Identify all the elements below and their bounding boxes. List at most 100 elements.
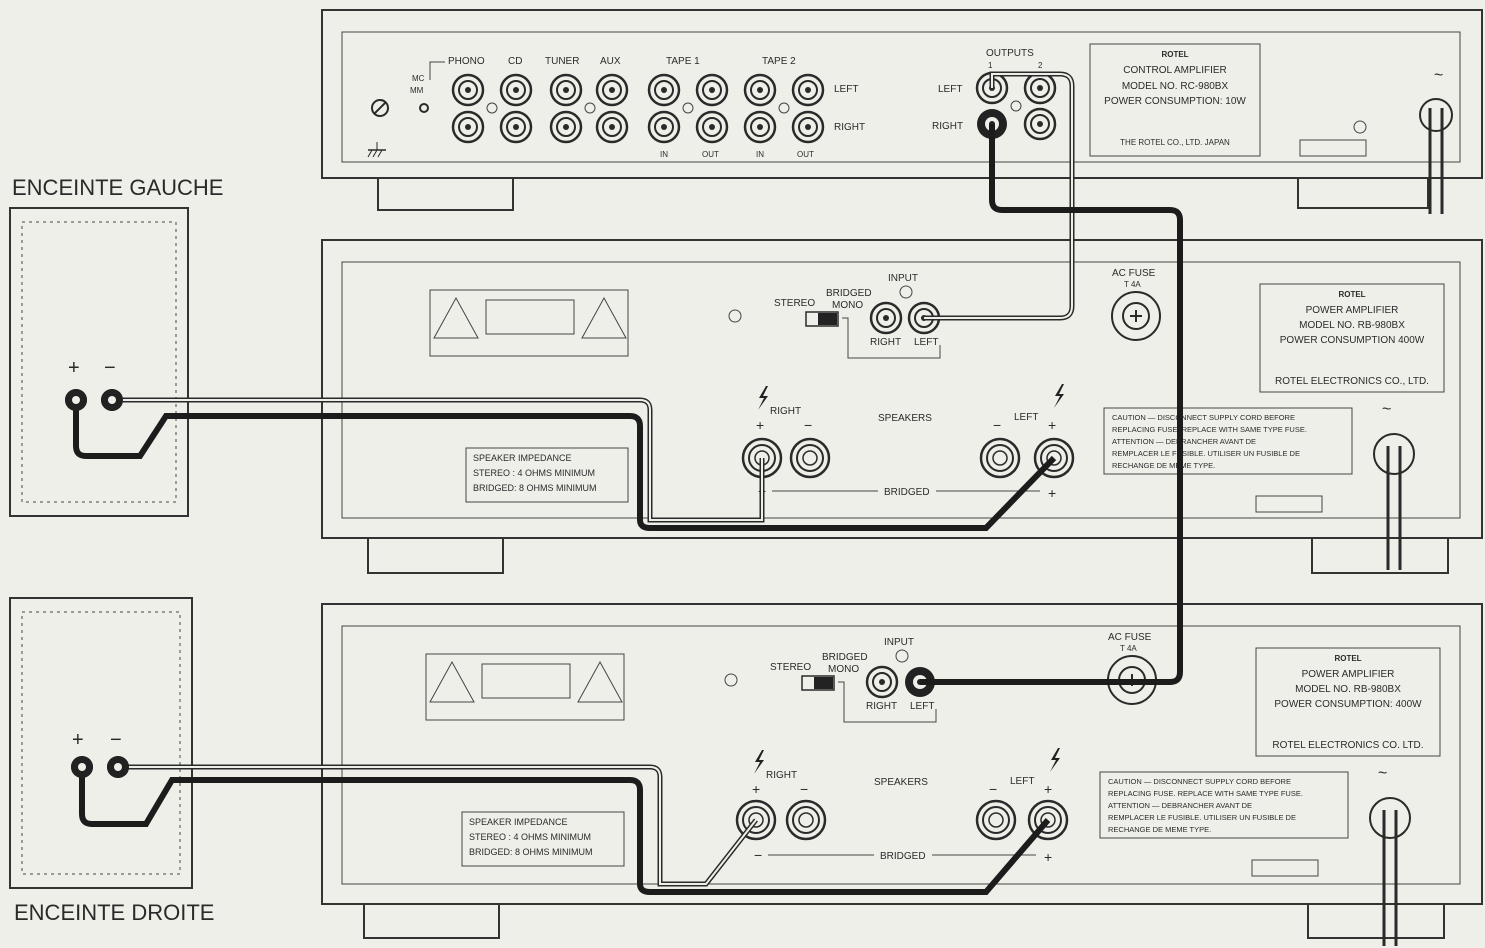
control-amp-nameplate: ROTEL CONTROL AMPLIFIER MODEL NO. RC-980… (1089, 43, 1261, 157)
pa1-caution-label: CAUTION — DISCONNECT SUPPLY CORD BEFORE … (1103, 407, 1353, 475)
mc-mm-switch[interactable] (419, 103, 429, 113)
power-amplifier-1: STEREO BRIDGED MONO INPUT RIGHT LEFT AC … (321, 239, 1483, 574)
pa2-ac-symbol: ~ (1378, 765, 1387, 782)
svg-text:STEREO : 4 OHMS MINIMUM: STEREO : 4 OHMS MINIMUM (469, 832, 591, 842)
pa1-input-right-label: RIGHT (870, 337, 901, 348)
pa2-bridged-label: BRIDGED (822, 652, 868, 663)
outputs-label: OUTPUTS (986, 48, 1034, 59)
pa1-mode-switch[interactable] (805, 311, 839, 327)
cable-right-speaker-minus (79, 767, 1051, 895)
pa1-input-right-jack[interactable] (869, 301, 903, 335)
control-amp-chassis (321, 9, 1483, 179)
phono-left-jack[interactable] (451, 73, 485, 107)
cd-right-jack[interactable] (499, 110, 533, 144)
svg-text:RECHANGE DE MEME TYPE.: RECHANGE DE MEME TYPE. (1112, 461, 1215, 470)
svg-text:SPEAKER IMPEDANCE: SPEAKER IMPEDANCE (473, 453, 572, 463)
svg-text:BRIDGED: 8 OHMS MINIMUM: BRIDGED: 8 OHMS MINIMUM (473, 483, 597, 493)
pa1-nameplate: ROTEL POWER AMPLIFIER MODEL NO. RB-980BX… (1259, 283, 1445, 393)
control-amp-foot-right (1297, 177, 1429, 209)
tuner-right-jack[interactable] (549, 110, 583, 144)
svg-text:REPLACING FUSE. REPLACE WITH S: REPLACING FUSE. REPLACE WITH SAME TYPE F… (1108, 789, 1303, 798)
tape1-out-label: OUT (702, 150, 719, 159)
pa1-left-minus-terminal[interactable] (979, 437, 1021, 479)
pa2-bridged-bar-label: BRIDGED (880, 851, 926, 862)
pa1-left-hazard-icon (1054, 384, 1064, 408)
control-amp-power: POWER CONSUMPTION: 10W (1104, 96, 1246, 107)
tuner-left-jack[interactable] (549, 73, 583, 107)
tape2-in-right-jack[interactable] (743, 110, 777, 144)
control-amp-ac-symbol: ~ (1434, 67, 1443, 84)
pa1-right-hazard-icon (758, 386, 768, 410)
svg-text:CAUTION — DISCONNECT SUPPLY CO: CAUTION — DISCONNECT SUPPLY CORD BEFORE (1108, 777, 1291, 786)
power-amp-1-foot-left (367, 537, 504, 574)
right-speaker-plus-label: + (72, 729, 84, 751)
pa1-input-label: INPUT (888, 273, 918, 284)
svg-text:−: − (993, 417, 1001, 433)
output-2-label: 2 (1038, 61, 1043, 70)
svg-text:SPEAKER IMPEDANCE: SPEAKER IMPEDANCE (469, 817, 568, 827)
ground-screw-icon[interactable] (371, 99, 389, 117)
mc-label: MC (412, 74, 425, 83)
tape1-in-right-jack[interactable] (647, 110, 681, 144)
tape2-out-right-jack[interactable] (791, 110, 825, 144)
pa2-mode-switch[interactable] (801, 675, 835, 691)
pa1-ac-fuse-label: AC FUSE (1112, 268, 1156, 279)
cable-left-speaker-minus (73, 400, 1057, 531)
tape2-in-label: IN (756, 150, 764, 159)
pa1-fuse-holder[interactable] (1111, 291, 1161, 341)
aux-right-jack[interactable] (595, 110, 629, 144)
svg-text:+: + (1044, 781, 1052, 797)
svg-text:−: − (754, 847, 762, 863)
pa1-stereo-label: STEREO (774, 298, 815, 309)
pa2-model: MODEL NO. RB-980BX (1295, 684, 1401, 695)
pa2-brand: ROTEL (1334, 654, 1361, 663)
output2-left-jack[interactable] (1023, 71, 1057, 105)
tape2-out-left-jack[interactable] (791, 73, 825, 107)
output2-right-jack[interactable] (1023, 107, 1057, 141)
pa2-right-minus-terminal[interactable] (785, 799, 827, 841)
pa1-type: POWER AMPLIFIER (1306, 305, 1399, 316)
pa2-input-right-jack[interactable] (865, 665, 899, 699)
input-label-aux: AUX (600, 56, 621, 67)
pa2-left-minus-terminal[interactable] (975, 799, 1017, 841)
control-amp-foot-left (377, 177, 514, 211)
svg-text:+: + (752, 781, 760, 797)
right-speaker-title: ENCEINTE DROITE (14, 900, 214, 925)
input-label-cd: CD (508, 56, 522, 67)
pa2-power: POWER CONSUMPTION: 400W (1274, 699, 1422, 710)
pa2-maker: ROTEL ELECTRONICS CO. LTD. (1272, 740, 1423, 751)
tape2-in-left-jack[interactable] (743, 73, 777, 107)
svg-text:ATTENTION — DEBRANCHER AVANT D: ATTENTION — DEBRANCHER AVANT DE (1108, 801, 1252, 810)
pa2-input-left-label: LEFT (910, 701, 934, 712)
svg-text:BRIDGED: 8 OHMS MINIMUM: BRIDGED: 8 OHMS MINIMUM (469, 847, 593, 857)
mm-label: MM (410, 86, 424, 95)
phono-right-jack[interactable] (451, 110, 485, 144)
input-jacks-left-row (451, 73, 825, 107)
ground-symbol-icon (367, 142, 386, 158)
svg-text:STEREO : 4 OHMS MINIMUM: STEREO : 4 OHMS MINIMUM (473, 468, 595, 478)
svg-text:+: + (1044, 849, 1052, 865)
pa1-spk-right-label: RIGHT (770, 406, 801, 417)
tape2-out-label: OUT (797, 150, 814, 159)
output-1-label: 1 (988, 61, 993, 70)
aux-left-jack[interactable] (595, 73, 629, 107)
control-amp-brand: ROTEL (1161, 50, 1188, 59)
pa2-nameplate: ROTEL POWER AMPLIFIER MODEL NO. RB-980BX… (1255, 647, 1441, 757)
pa2-right-hazard-icon (754, 750, 764, 774)
pa1-right-minus-terminal[interactable] (789, 437, 831, 479)
tape1-in-left-jack[interactable] (647, 73, 681, 107)
left-speaker: ENCEINTE GAUCHE + − (9, 175, 223, 517)
pa2-left-hazard-icon (1050, 748, 1060, 772)
power-amp-2-chassis (321, 603, 1483, 905)
cable-output1-right-to-pa2 (920, 124, 1183, 685)
power-amp-2-warning-label (425, 653, 625, 721)
pa1-bridged-label: BRIDGED (826, 288, 872, 299)
pa1-model: MODEL NO. RB-980BX (1299, 320, 1405, 331)
pa1-brand: ROTEL (1338, 290, 1365, 299)
left-speaker-title: ENCEINTE GAUCHE (12, 175, 223, 200)
pa1-maker: ROTEL ELECTRONICS CO., LTD. (1275, 376, 1429, 387)
tape1-out-left-jack[interactable] (695, 73, 729, 107)
cd-left-jack[interactable] (499, 73, 533, 107)
tape1-out-right-jack[interactable] (695, 110, 729, 144)
